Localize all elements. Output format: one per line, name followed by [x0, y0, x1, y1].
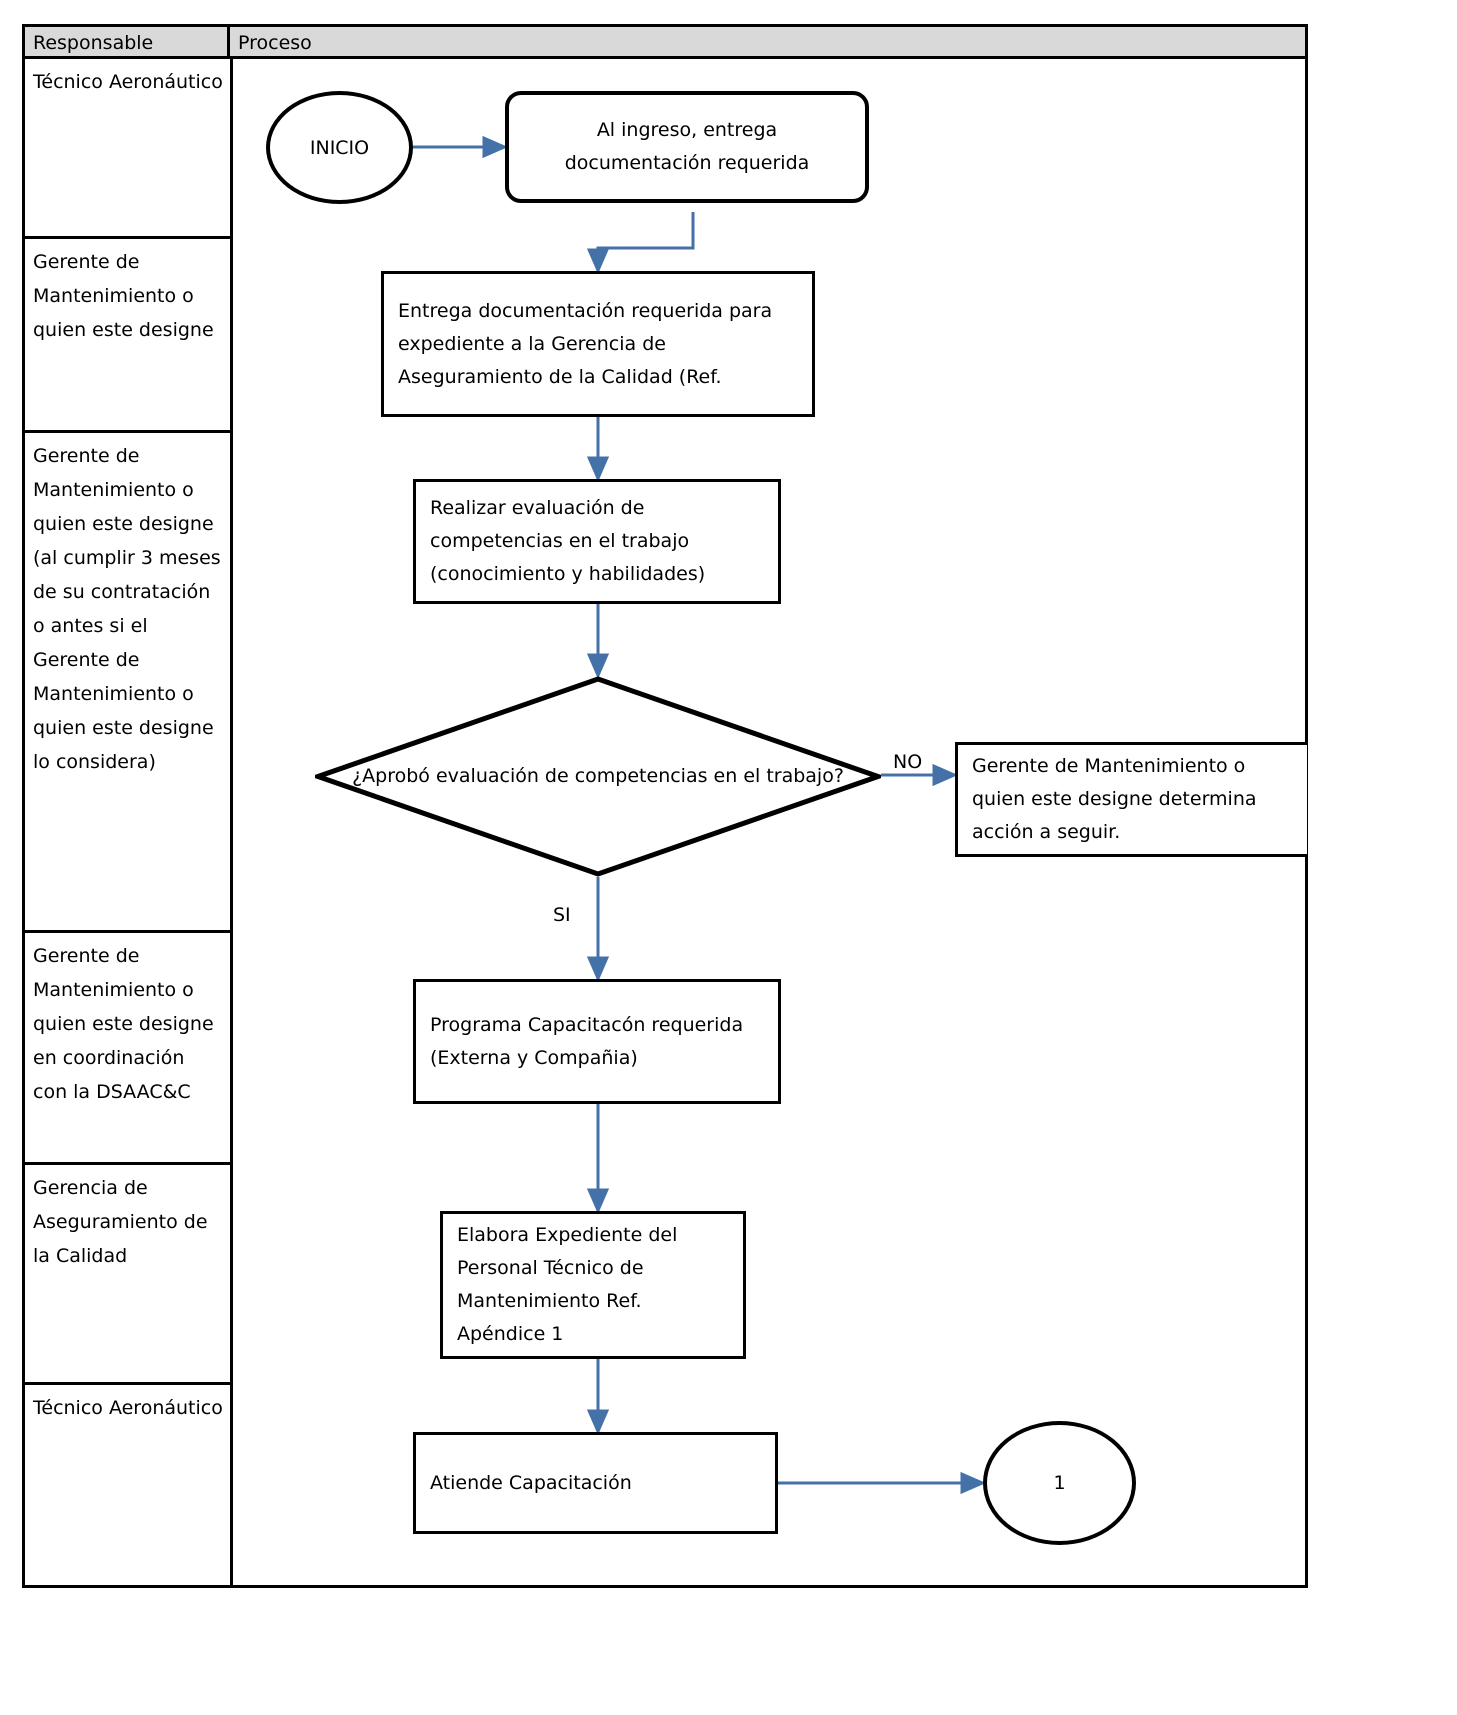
node-start: INICIO	[266, 91, 413, 204]
node-entrega-ingreso: Al ingreso, entrega documentación requer…	[505, 91, 869, 203]
node-accion-no: Gerente de Mantenimiento o quien este de…	[955, 742, 1308, 857]
node-programa-capacitacion: Programa Capacitacón requerida (Externa …	[413, 979, 781, 1104]
node-atiende-capacitacion: Atiende Capacitación	[413, 1432, 778, 1534]
node-entrega-documentacion: Entrega documentación requerida para exp…	[381, 271, 815, 417]
node-entrega-ingreso-label: Al ingreso, entrega documentación requer…	[564, 119, 810, 174]
responsible-cell-1: Técnico Aeronáutico	[25, 59, 230, 239]
edge-label-no: NO	[893, 751, 923, 773]
responsible-cell-3: Gerente de Mantenimiento o quien este de…	[25, 433, 230, 933]
node-connector-1-label: 1	[1053, 1472, 1066, 1494]
node-atiende-capacitacion-label: Atiende Capacitación	[430, 1471, 632, 1494]
responsible-cell-4: Gerente de Mantenimiento o quien este de…	[25, 933, 230, 1165]
node-connector-1: 1	[983, 1421, 1136, 1545]
node-realizar-evaluacion: Realizar evaluación de competencias en e…	[413, 479, 781, 604]
node-accion-no-label: Gerente de Mantenimiento o quien este de…	[972, 755, 1257, 843]
node-realizar-evaluacion-label: Realizar evaluación de competencias en e…	[430, 497, 706, 585]
node-decision-label: ¿Aprobó evaluación de competencias en el…	[352, 765, 844, 787]
node-start-label: INICIO	[309, 136, 370, 159]
node-decision: ¿Aprobó evaluación de competencias en el…	[315, 676, 881, 877]
responsible-cell-6: Técnico Aeronáutico	[33, 1397, 223, 1419]
node-elabora-expediente: Elabora Expediente del Personal Técnico …	[440, 1211, 746, 1359]
responsible-cell-2: Gerente de Mantenimiento o quien este de…	[25, 239, 230, 433]
node-programa-capacitacion-label: Programa Capacitacón requerida (Externa …	[430, 1013, 744, 1069]
decision-shape	[315, 676, 881, 877]
header-responsible: Responsable	[25, 27, 230, 59]
edge-label-si: SI	[553, 904, 571, 926]
process-canvas: INICIO Al ingreso, entrega documentación…	[233, 59, 1308, 1588]
column-divider	[230, 59, 233, 1588]
process-table: Responsable Proceso Técnico Aeronáutico …	[22, 24, 1308, 1588]
responsible-cell-5: Gerencia de Aseguramiento de la Calidad	[25, 1165, 230, 1385]
node-entrega-documentacion-label: Entrega documentación requerida para exp…	[398, 299, 773, 388]
node-elabora-expediente-label: Elabora Expediente del Personal Técnico …	[457, 1224, 678, 1345]
table-header-row: Responsable Proceso	[25, 27, 1305, 59]
header-process: Proceso	[238, 32, 312, 54]
